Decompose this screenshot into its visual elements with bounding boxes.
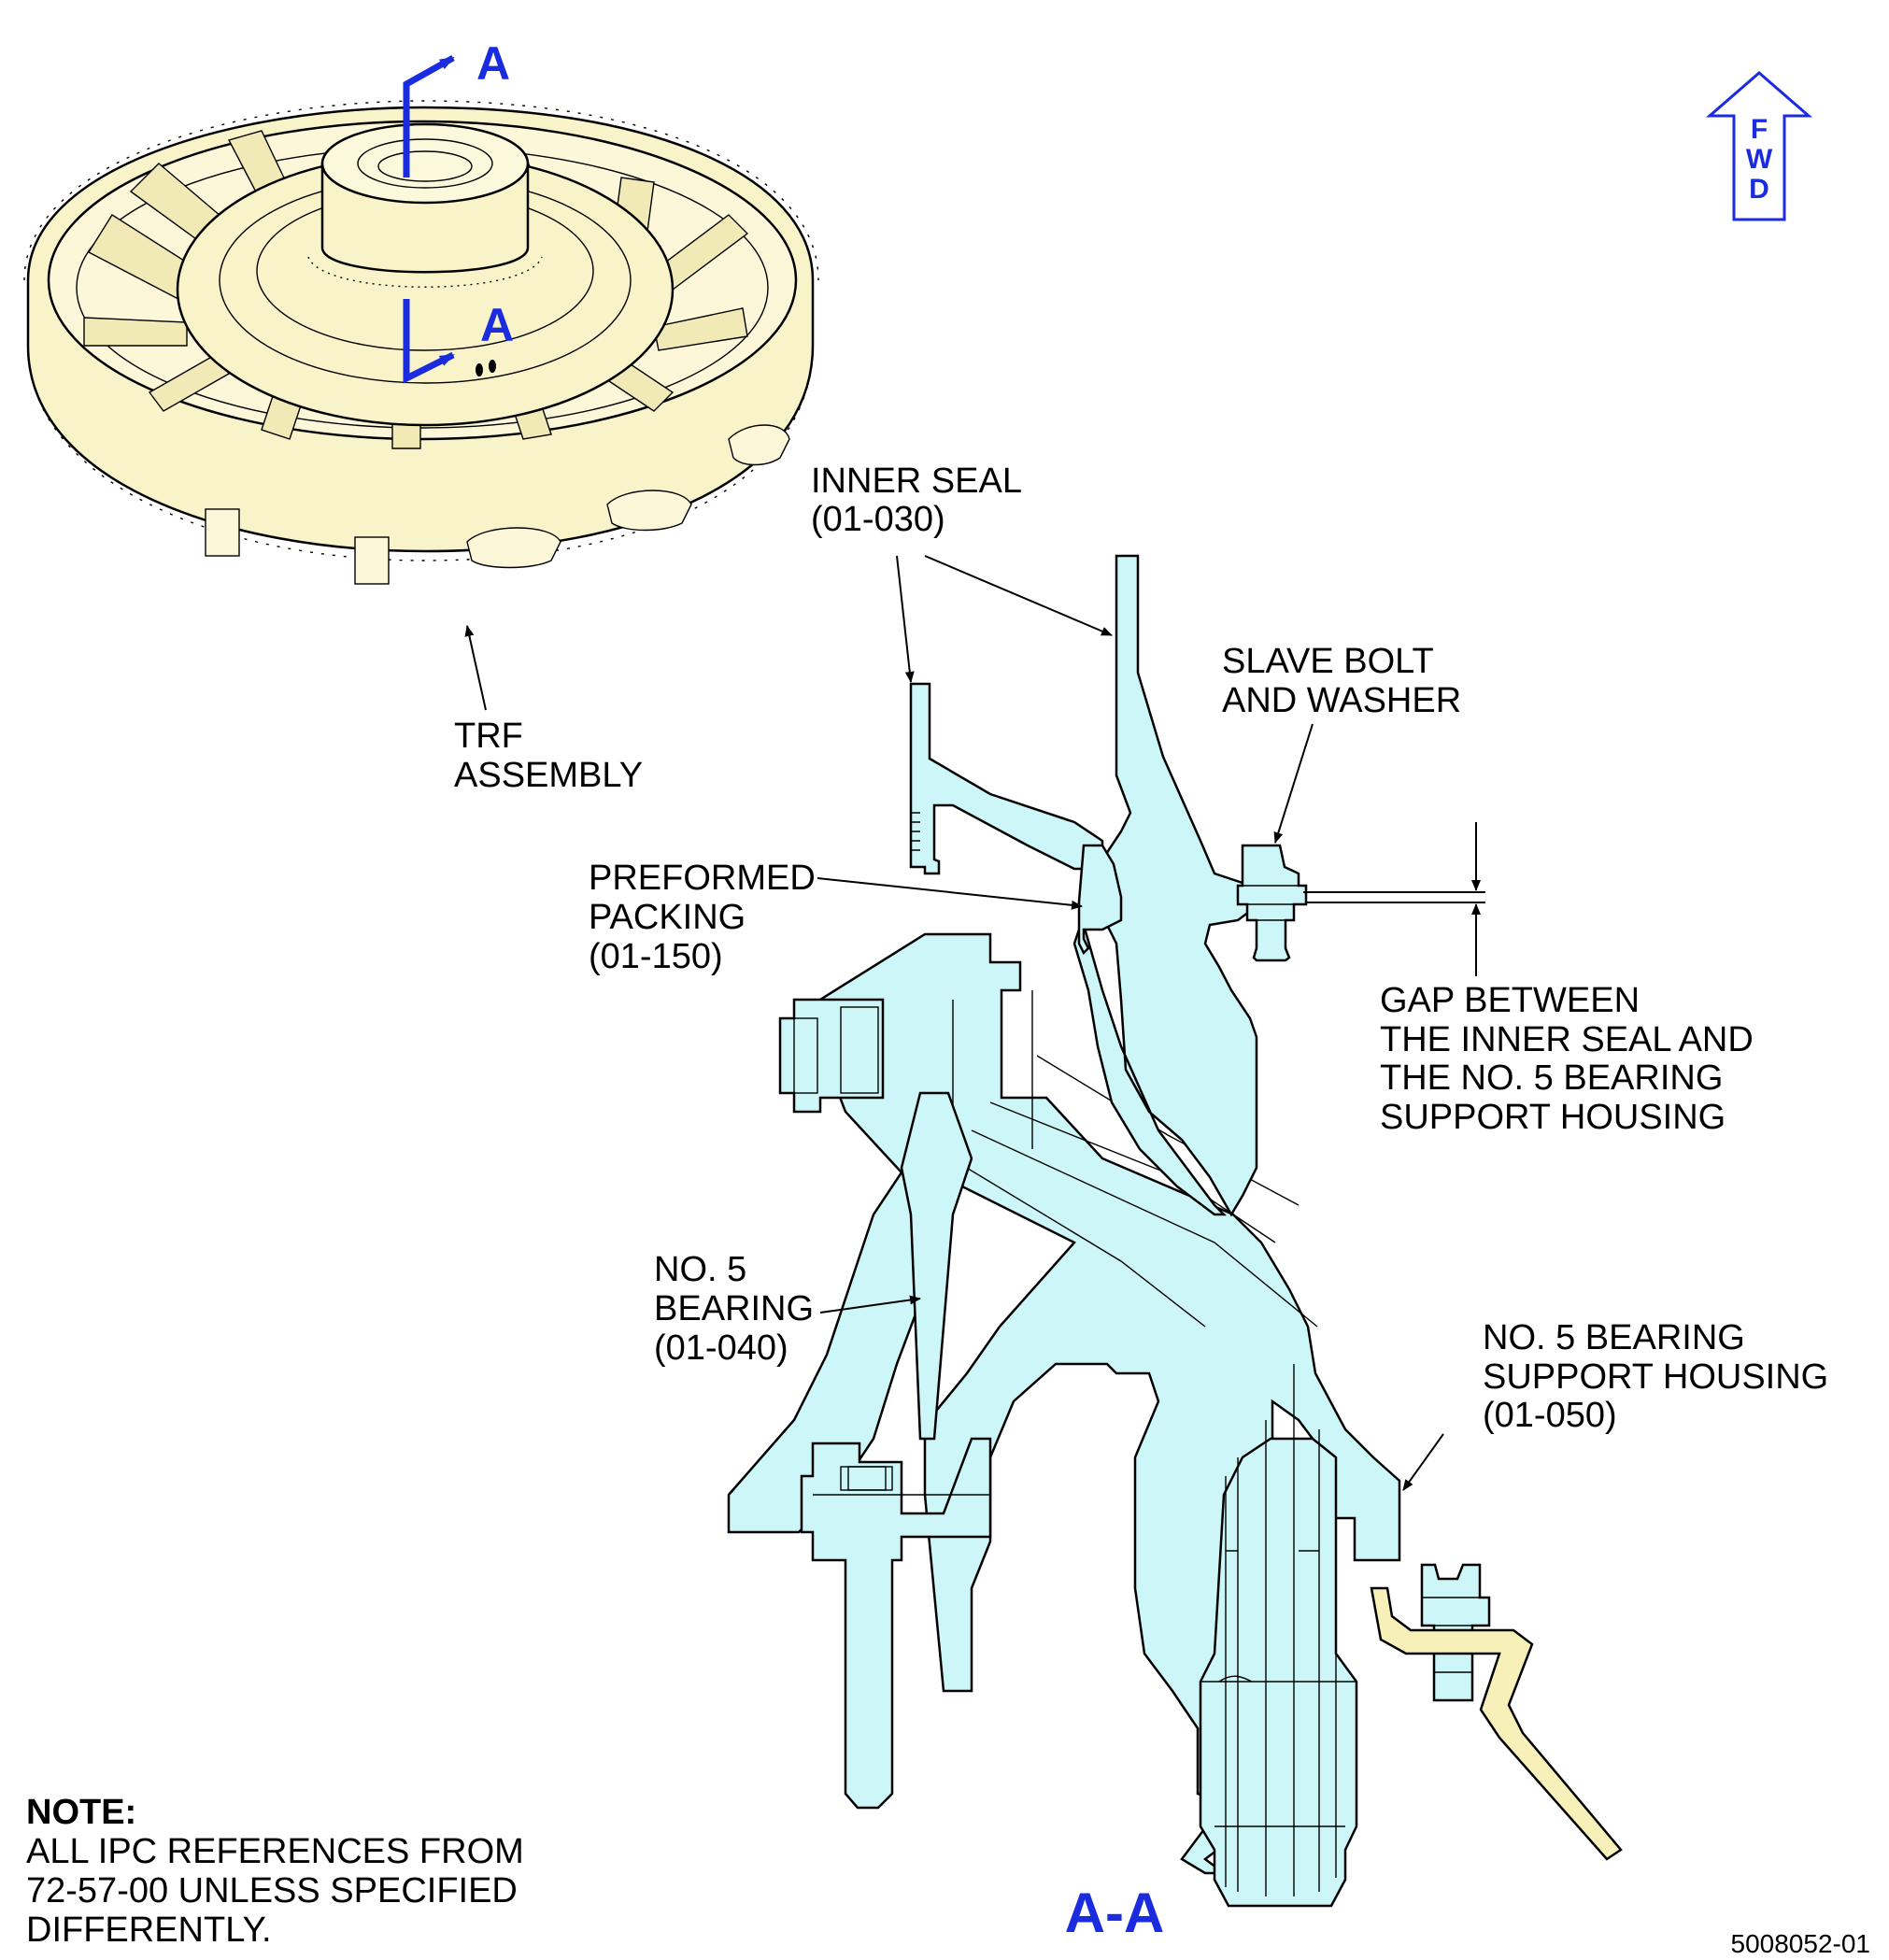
fwd-letter-w: W — [1746, 144, 1773, 175]
section-cut-marker: A A — [403, 37, 514, 384]
callout-preformed-packing: PREFORMED PACKING (01-150) — [589, 859, 816, 976]
callout-support-housing: NO. 5 BEARING SUPPORT HOUSING (01-050) — [1483, 1318, 1828, 1435]
callout-gap-line4: SUPPORT HOUSING — [1380, 1098, 1726, 1137]
leader-lines — [464, 555, 1485, 1491]
callout-bearing-line3: (01-040) — [654, 1328, 788, 1368]
callout-packing-line3: (01-150) — [589, 937, 723, 976]
callout-gap-line1: GAP BETWEEN — [1380, 981, 1640, 1020]
inner-seal-left-arm — [909, 682, 1104, 875]
figure-number: 5008052-01 — [1731, 1929, 1870, 1958]
callout-inner-seal-line1: INNER SEAL — [811, 462, 1022, 501]
callout-housing-line2: SUPPORT HOUSING — [1483, 1357, 1828, 1397]
support-housing-hub — [1199, 1437, 1358, 1908]
trf-assembly-drawing — [23, 100, 819, 585]
flange-block — [778, 998, 885, 1114]
no5-bearing — [900, 1091, 973, 1441]
trf-mount-lugs — [205, 424, 790, 585]
section-marker-bottom: A — [480, 299, 514, 351]
fwd-letter-d: D — [1749, 174, 1769, 205]
note-line-3: DIFFERENTLY. — [26, 1910, 272, 1950]
fwd-arrow-icon: F W D — [1705, 71, 1813, 221]
note-block: NOTE: ALL IPC REFERENCES FROM 72-57-00 U… — [26, 1793, 524, 1950]
callout-slave-bolt-line1: SLAVE BOLT — [1222, 642, 1434, 681]
callout-packing-line2: PACKING — [589, 898, 746, 937]
callout-trf-line2: ASSEMBLY — [454, 756, 643, 795]
bearing-lower-flange — [800, 1437, 992, 1810]
fwd-letter-f: F — [1751, 114, 1768, 145]
note-heading: NOTE: — [26, 1793, 136, 1832]
note-line-1: ALL IPC REFERENCES FROM — [26, 1832, 524, 1871]
callout-gap: GAP BETWEEN THE INNER SEAL AND THE NO. 5… — [1380, 981, 1754, 1137]
callout-gap-line3: THE NO. 5 BEARING — [1380, 1058, 1723, 1098]
callout-inner-seal-line2: (01-030) — [811, 500, 945, 539]
callout-packing-line1: PREFORMED — [589, 859, 816, 898]
section-marker-top: A — [476, 37, 510, 90]
section-title: A-A — [1065, 1882, 1165, 1944]
outer-seal-segment — [1370, 1586, 1623, 1861]
section-view — [727, 554, 1623, 1908]
callout-slave-bolt-line2: AND WASHER — [1222, 681, 1461, 720]
callout-trf-line1: TRF — [454, 717, 523, 756]
callout-housing-line3: (01-050) — [1483, 1396, 1617, 1435]
note-line-2: 72-57-00 UNLESS SPECIFIED — [26, 1871, 518, 1910]
callout-inner-seal: INNER SEAL (01-030) — [811, 462, 1022, 539]
preformed-packing — [1077, 844, 1123, 956]
callout-gap-line2: THE INNER SEAL AND — [1380, 1020, 1754, 1059]
slave-bolt — [1236, 844, 1308, 962]
callout-no5-bearing: NO. 5 BEARING (01-040) — [654, 1250, 814, 1368]
callout-bearing-line2: BEARING — [654, 1289, 814, 1328]
callout-bearing-line1: NO. 5 — [654, 1250, 746, 1289]
callout-housing-line1: NO. 5 BEARING — [1483, 1318, 1745, 1357]
callout-slave-bolt: SLAVE BOLT AND WASHER — [1222, 642, 1461, 720]
callout-trf-assembly: TRF ASSEMBLY — [454, 717, 643, 795]
